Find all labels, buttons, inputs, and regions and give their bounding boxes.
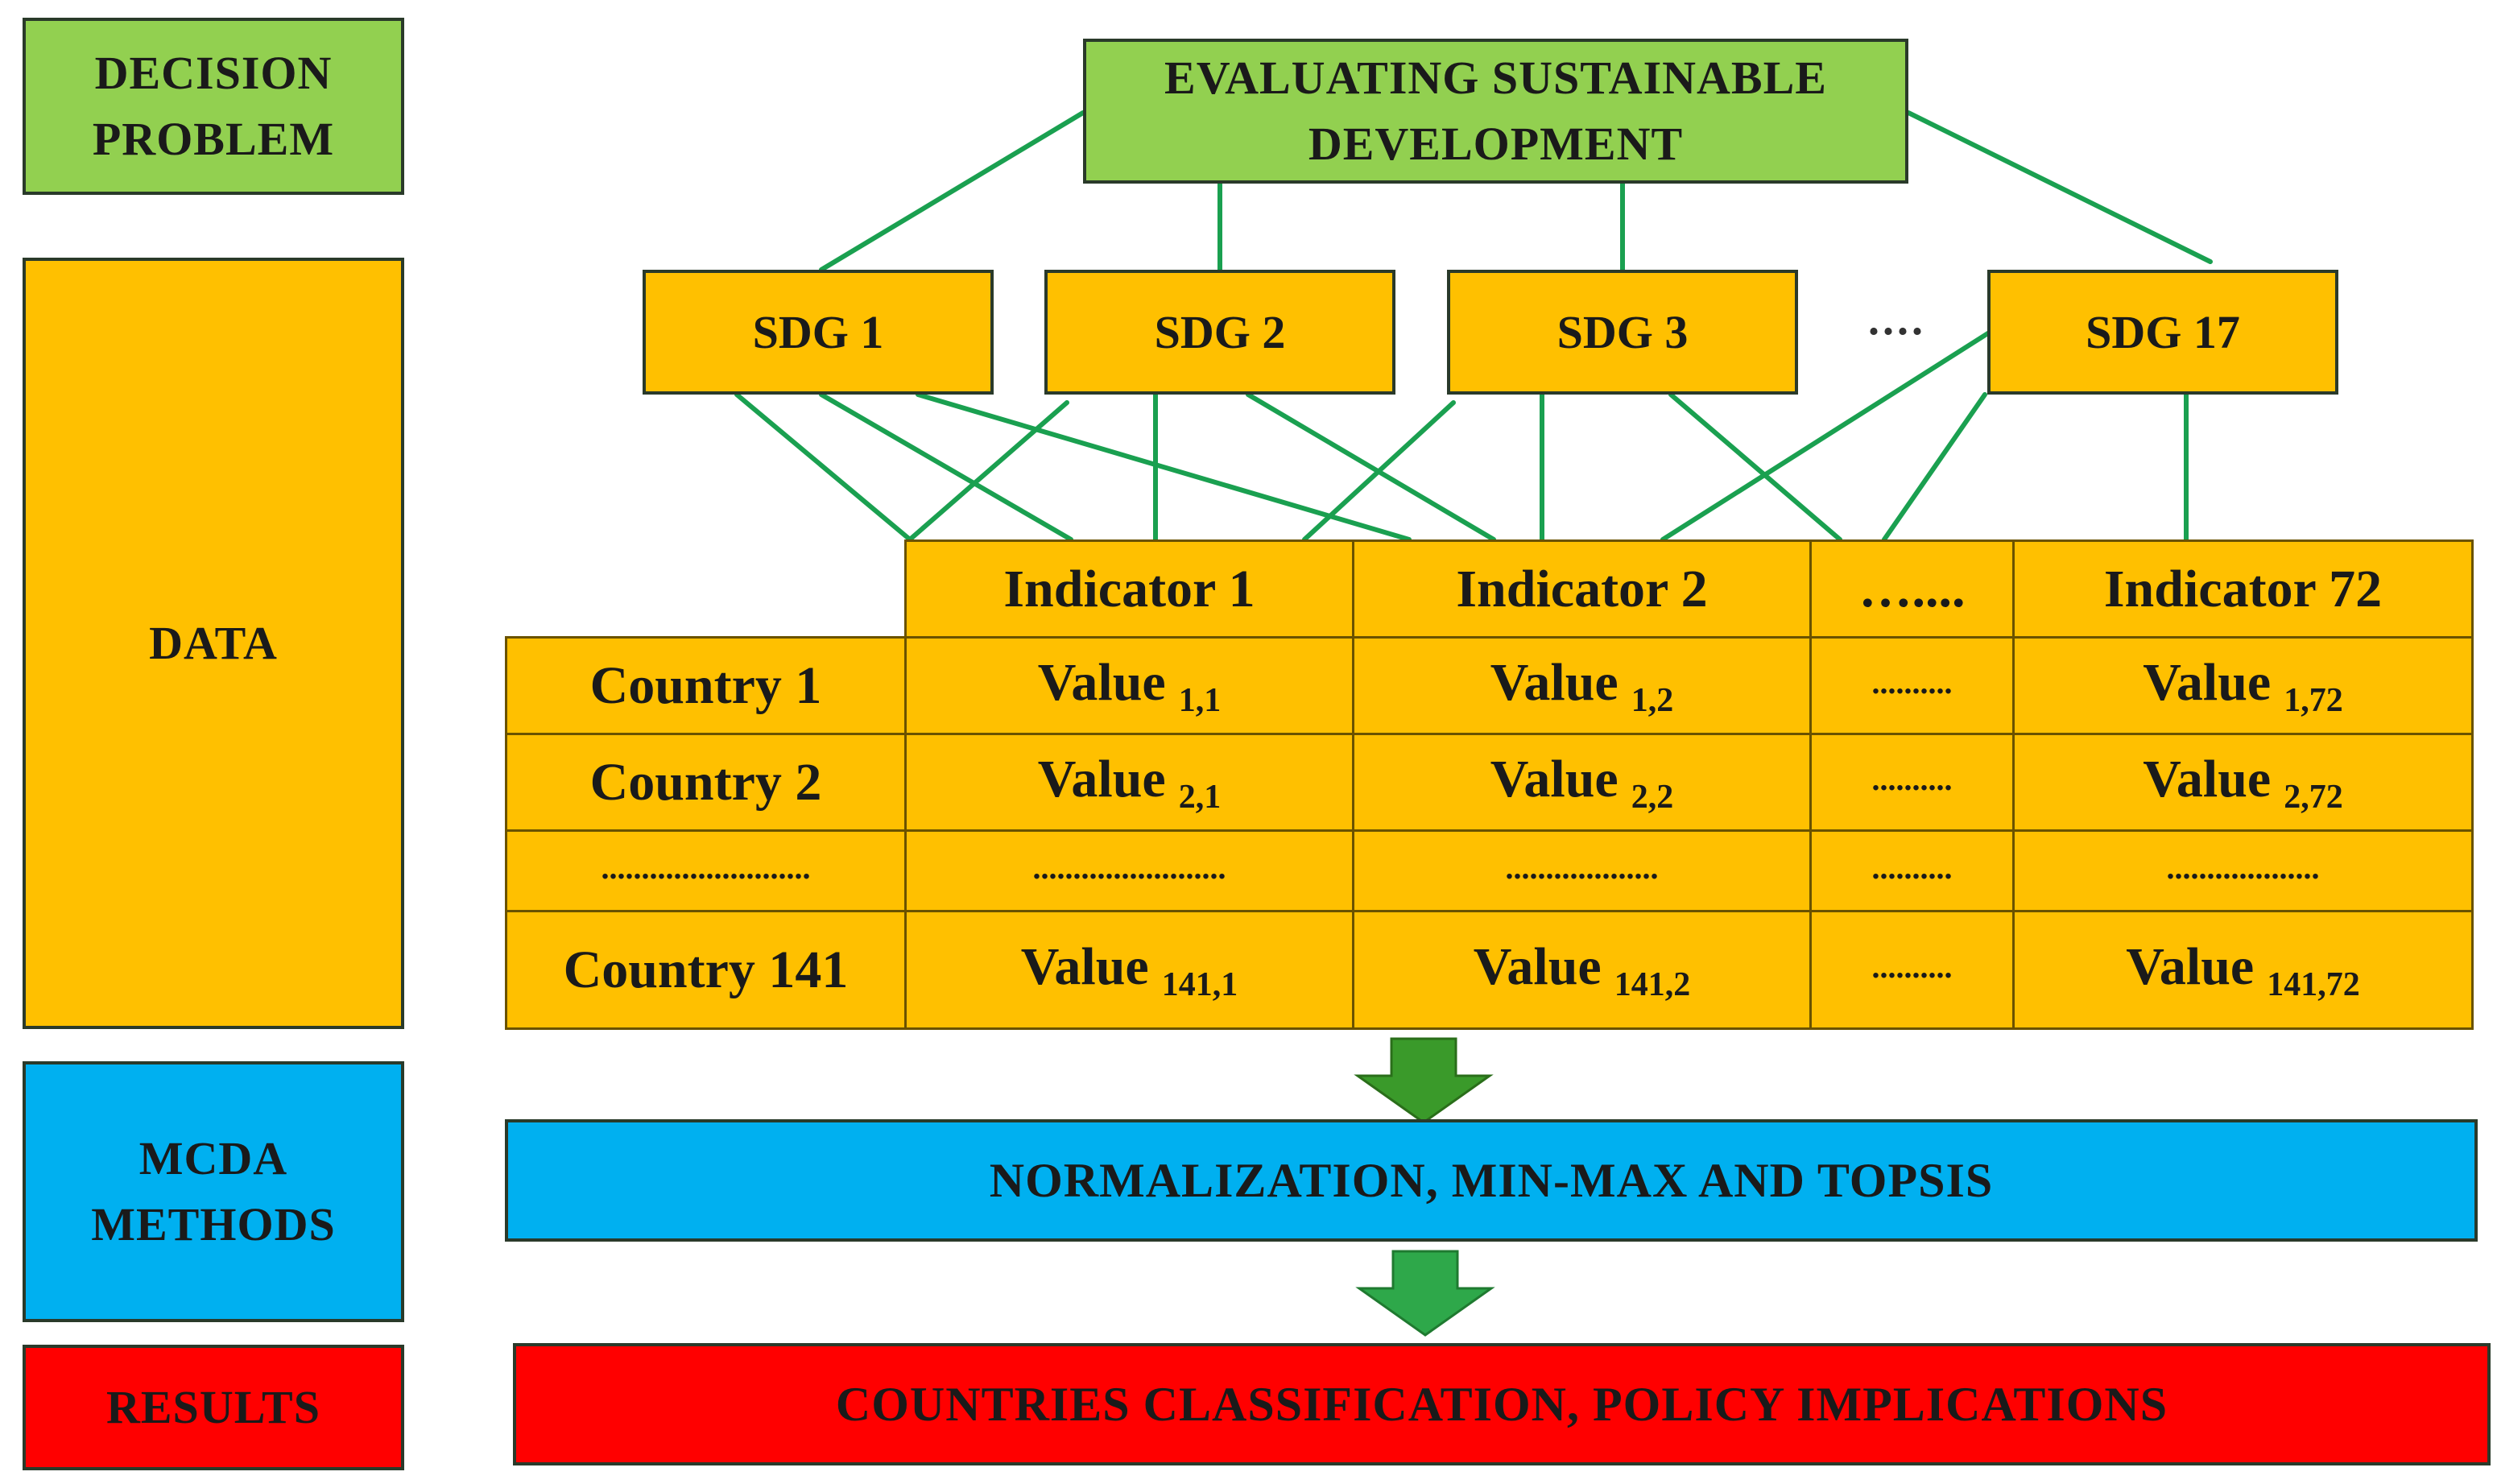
value-cell: Value 2,1 — [904, 733, 1354, 832]
value-cell: .......... — [1809, 636, 2015, 735]
table-row-ellipsis: .......................... .............… — [505, 829, 2474, 912]
row-label: Country 2 — [505, 733, 907, 832]
stage-decision-label: DECISION PROBLEM — [92, 46, 335, 165]
connector-goal-sdg1 — [819, 110, 1085, 272]
ellipsis-text: .......... — [1871, 760, 1953, 797]
value-cell: .......... — [1809, 733, 2015, 832]
ellipsis-text: ........................ — [1032, 849, 1226, 886]
value-subscript: 2,2 — [1631, 778, 1674, 816]
sdg-box-2: SDG 2 — [1044, 270, 1395, 395]
connector-sdg1-a — [734, 392, 912, 542]
stage-data: DATA — [23, 258, 404, 1029]
results-band: COUNTRIES CLASSIFICATION, POLICY IMPLICA… — [513, 1343, 2491, 1465]
row-label: Country 141 — [505, 910, 907, 1030]
value-cell: Value 2,72 — [2012, 733, 2474, 832]
stage-results: RESULTS — [23, 1345, 404, 1470]
goal-label: EVALUATING SUSTAINABLE DEVELOPMENT — [1164, 51, 1827, 170]
connector-sdg2-a — [907, 400, 1069, 542]
table-header-cell: Indicator 2 — [1352, 539, 1812, 639]
sdg-label-1: SDG 1 — [752, 306, 884, 358]
value-text: Value — [1473, 936, 1602, 996]
connector-sdg3-c — [1668, 392, 1842, 542]
ellipsis-text: .......... — [1871, 663, 1953, 701]
sdg-label-2: SDG 2 — [1154, 306, 1286, 358]
value-text: Value — [1490, 749, 1619, 808]
value-subscript: 1,1 — [1178, 681, 1222, 719]
value-subscript: 1,72 — [2284, 681, 2343, 719]
value-cell: ........................ — [904, 829, 1354, 912]
stage-results-label: RESULTS — [105, 1380, 321, 1433]
value-cell: Value 1,1 — [904, 636, 1354, 735]
ellipsis-text: .......... — [1871, 948, 1953, 985]
value-text: Value — [2143, 652, 2272, 712]
table-header-cell: ….... — [1809, 539, 2015, 639]
sdg-box-17: SDG 17 — [1987, 270, 2338, 395]
value-text: Value — [1037, 749, 1166, 808]
ellipsis-text: .......... — [1871, 849, 1953, 886]
connector-sdg3-a — [1302, 400, 1456, 542]
row-label: .......................... — [505, 829, 907, 912]
table-corner-blank — [506, 540, 907, 639]
sdg-label-17: SDG 17 — [2086, 306, 2240, 358]
table-header-cell: Indicator 1 — [904, 539, 1354, 639]
goal-box: EVALUATING SUSTAINABLE DEVELOPMENT — [1083, 39, 1908, 184]
connector-sdg1-b — [819, 392, 1073, 542]
value-cell: Value 141,72 — [2012, 910, 2474, 1030]
value-subscript: 141,1 — [1161, 965, 1238, 1003]
value-cell: Value 1,2 — [1352, 636, 1812, 735]
results-label: COUNTRIES CLASSIFICATION, POLICY IMPLICA… — [835, 1377, 2168, 1431]
value-text: Value — [2143, 749, 2272, 808]
value-cell: Value 1,72 — [2012, 636, 2474, 735]
table-header-row: Indicator 1 Indicator 2 ….... Indicator … — [506, 539, 2474, 639]
down-arrow-icon — [1355, 1250, 1495, 1337]
value-subscript: 141,2 — [1614, 965, 1691, 1003]
methods-band: NORMALIZATION, MIN-MAX AND TOPSIS — [505, 1119, 2478, 1242]
value-cell: ................... — [1352, 829, 1812, 912]
stage-data-label: DATA — [149, 616, 278, 669]
connector-sdg2-c — [1246, 392, 1496, 542]
row-label: Country 1 — [505, 636, 907, 735]
table-row: Country 141 Value 141,1 Value 141,2 ......… — [505, 910, 2474, 1030]
ellipsis-text: .......................... — [601, 849, 811, 886]
sdg-box-3: SDG 3 — [1447, 270, 1798, 395]
table-row: Country 1 Value 1,1 Value 1,2 .......... V… — [505, 636, 2474, 735]
value-subscript: 2,1 — [1178, 778, 1222, 816]
connector-sdg17-b — [1882, 392, 1987, 542]
table-row: Country 2 Value 2,1 Value 2,2 .......... V… — [505, 733, 2474, 832]
methods-label: NORMALIZATION, MIN-MAX AND TOPSIS — [989, 1153, 1994, 1207]
value-cell: Value 141,2 — [1352, 910, 1812, 1030]
value-text: Value — [2126, 936, 2255, 996]
sdg-box-1: SDG 1 — [643, 270, 994, 395]
value-cell: .......... — [1809, 829, 2015, 912]
down-arrow-icon — [1354, 1037, 1494, 1124]
value-text: Value — [1490, 652, 1619, 712]
ellipsis-text: ................... — [2166, 849, 2320, 886]
connector-sdg17-a — [1660, 328, 1995, 542]
stage-mcda-label: MCDA METHODS — [91, 1131, 336, 1250]
value-cell: Value 2,2 — [1352, 733, 1812, 832]
sdg-label-3: SDG 3 — [1556, 306, 1689, 358]
data-matrix-table: Indicator 1 Indicator 2 ….... Indicator … — [505, 539, 2474, 1030]
value-cell: Value 141,1 — [904, 910, 1354, 1030]
table-header-cell: Indicator 72 — [2012, 539, 2474, 639]
stage-mcda-methods: MCDA METHODS — [23, 1061, 404, 1322]
value-subscript: 2,72 — [2284, 778, 2343, 816]
value-text: Value — [1020, 936, 1149, 996]
value-text: Value — [1037, 652, 1166, 712]
stage-decision-problem: DECISION PROBLEM — [23, 18, 404, 195]
value-subscript: 1,2 — [1631, 681, 1674, 719]
ellipsis-text: ................... — [1505, 849, 1659, 886]
sdg-ellipsis: .... — [1868, 295, 1926, 345]
value-subscript: 141,72 — [2267, 965, 2360, 1003]
connector-goal-sdg17 — [1906, 110, 2213, 264]
value-cell: ................... — [2012, 829, 2474, 912]
value-cell: .......... — [1809, 910, 2015, 1030]
